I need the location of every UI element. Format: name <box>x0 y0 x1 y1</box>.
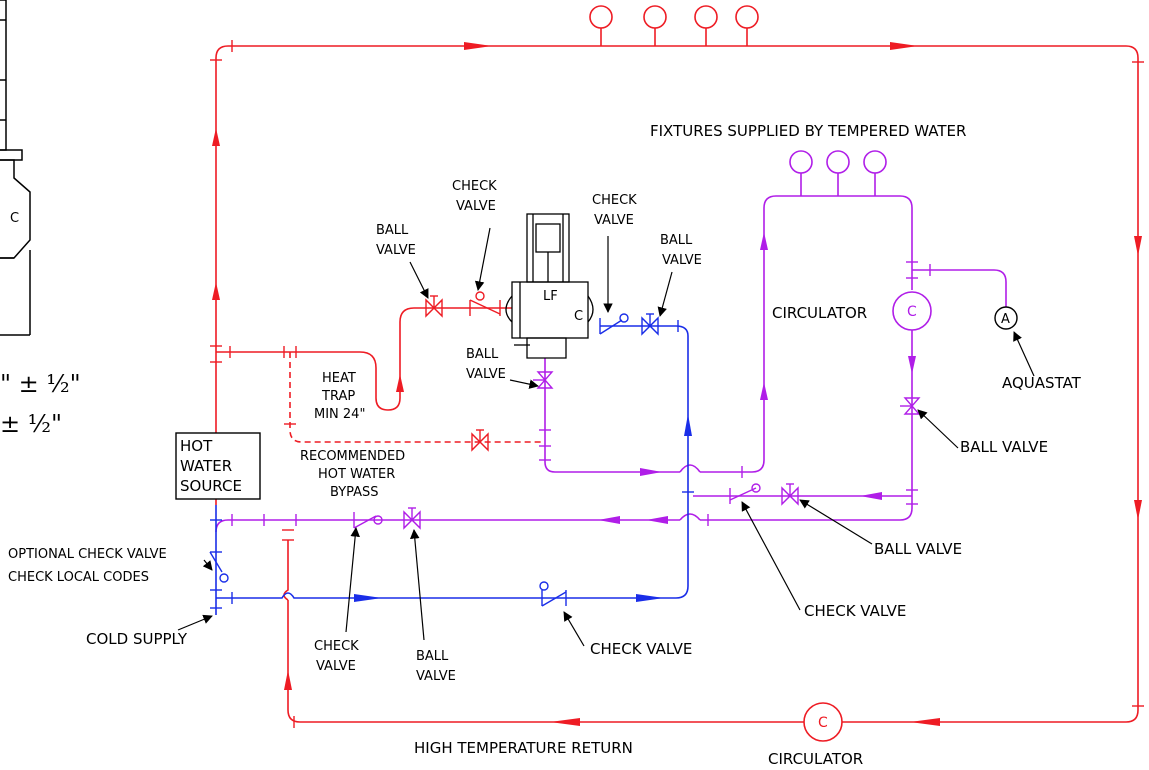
tempered-tick-marks <box>231 261 931 526</box>
tempered-ball-valve-mid <box>781 483 799 506</box>
cold-water-line <box>215 325 689 615</box>
cold-check-valve-inlet <box>599 313 629 335</box>
ball-valve-lower-label-b: VALVE <box>416 669 456 684</box>
check-valve-lower-label-a: CHECK <box>314 639 359 654</box>
tempered-ball-valve-lower <box>403 507 421 530</box>
valve-body-letter: C <box>10 211 19 226</box>
bypass-label-3: BYPASS <box>330 485 379 500</box>
bypass-label-1: RECOMMENDED <box>300 449 405 464</box>
bypass-label-2: HOT WATER <box>318 467 395 482</box>
ball-valve-mid-label: BALL VALVE <box>874 540 962 558</box>
ball-valve-right-label: BALL VALVE <box>960 438 1048 456</box>
mixing-valve-lf: LF <box>543 289 558 304</box>
hot-tick-marks <box>210 40 1144 728</box>
ball-valve-lower-label-a: BALL <box>416 649 449 664</box>
check-valve-mid-label: CHECK VALVE <box>804 602 906 620</box>
aquastat-symbol <box>994 306 1018 330</box>
aquastat-letter: A <box>1001 312 1010 327</box>
high-temp-return-label: HIGH TEMPERATURE RETURN <box>414 739 633 757</box>
hot-source-label-3: SOURCE <box>180 477 242 495</box>
cold-check-valve-optional <box>209 551 229 591</box>
ball-valve-label-2b: VALVE <box>662 253 702 268</box>
check-valve-label-1b: VALVE <box>456 199 496 214</box>
aquastat-label: AQUASTAT <box>1002 374 1082 392</box>
ball-valve-label-2a: BALL <box>660 233 693 248</box>
bypass-ball-valve <box>471 429 489 452</box>
heat-trap-label-3: MIN 24" <box>314 407 365 422</box>
ball-valve-label-3b: VALVE <box>466 367 506 382</box>
ball-valve-label-1b: VALVE <box>376 243 416 258</box>
circulator-top-label: CIRCULATOR <box>772 304 867 322</box>
tempered-arrows <box>598 232 916 524</box>
optional-check-label-2: CHECK LOCAL CODES <box>8 570 149 585</box>
bottom-circulator <box>803 702 843 742</box>
cold-tick-marks <box>210 320 694 609</box>
cold-ball-valve-inlet <box>641 313 659 336</box>
tempered-check-valve-lower <box>353 512 383 529</box>
hot-arrows <box>212 42 1142 726</box>
hot-source-label-2: WATER <box>180 457 232 475</box>
fixtures-tempered-label: FIXTURES SUPPLIED BY TEMPERED WATER <box>650 122 966 140</box>
bottom-circulator-symbol: C <box>818 715 828 731</box>
hot-water-source-box <box>175 432 261 500</box>
cold-supply-label: COLD SUPPLY <box>86 630 188 648</box>
hot-ball-valve <box>425 295 443 318</box>
dimension-text-2: ± ½" <box>0 410 62 438</box>
hot-source-label-1: HOT <box>180 437 213 455</box>
cold-arrows <box>354 414 692 602</box>
ball-valve-label-1a: BALL <box>376 223 409 238</box>
hot-fixtures <box>589 5 759 29</box>
heat-trap-label-1: HEAT <box>322 371 356 386</box>
heat-trap-label-2: TRAP <box>321 389 355 404</box>
top-circulator <box>892 291 932 331</box>
check-valve-label-2b: VALVE <box>594 213 634 228</box>
check-valve-label-2a: CHECK <box>592 193 637 208</box>
ball-valve-label-3a: BALL <box>466 347 499 362</box>
mixing-valve-c: C <box>574 309 583 324</box>
check-valve-lower-label-b: VALVE <box>316 659 356 674</box>
circulator-bottom-label: CIRCULATOR <box>768 750 863 768</box>
dimension-text-1: " ± ½" <box>0 370 81 398</box>
check-valve-cold-label: CHECK VALVE <box>590 640 692 658</box>
leader-lines <box>177 227 1035 647</box>
hot-check-valve <box>469 291 501 316</box>
optional-check-label-1: OPTIONAL CHECK VALVE <box>8 547 167 562</box>
check-valve-label-1a: CHECK <box>452 179 497 194</box>
cold-check-valve-supply <box>539 581 567 607</box>
partial-valve-body <box>0 0 31 336</box>
mixing-valve <box>505 213 594 359</box>
tempered-check-valve-mid <box>729 483 761 504</box>
tempered-ball-valve-right <box>900 397 921 415</box>
top-circulator-symbol: C <box>907 304 917 320</box>
tempered-fixtures <box>789 150 887 174</box>
